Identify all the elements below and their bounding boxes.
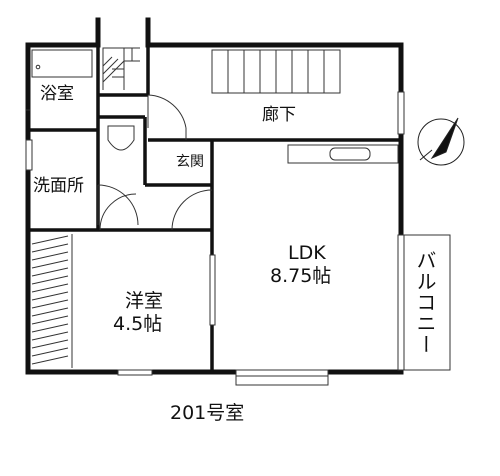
room-label-western: 洋室 [125,290,164,312]
unit-label: 201号室 [170,402,245,424]
room-label-bath: 浴室 [40,84,74,104]
room-label-ldk: LDK [288,242,326,264]
room-label-washroom: 洗面所 [33,176,84,196]
kitchen-counter [287,144,399,164]
room-size-ldk: 8.75帖 [270,265,332,287]
room-label-entrance: 玄関 [176,154,204,170]
stairs-small [102,47,140,90]
balcony [403,234,451,371]
toilet [107,125,135,151]
stairs-corridor [211,49,341,94]
compass-rose-icon [417,117,465,166]
bathtub [31,49,93,78]
windows [25,91,405,386]
room-label-balcony: バルコニー [413,250,437,355]
room-size-western: 4.5帖 [113,313,163,335]
closet [31,234,73,368]
interior-walls [28,45,401,372]
door-swings [26,94,213,231]
room-label-corridor: 廊下 [262,105,296,125]
